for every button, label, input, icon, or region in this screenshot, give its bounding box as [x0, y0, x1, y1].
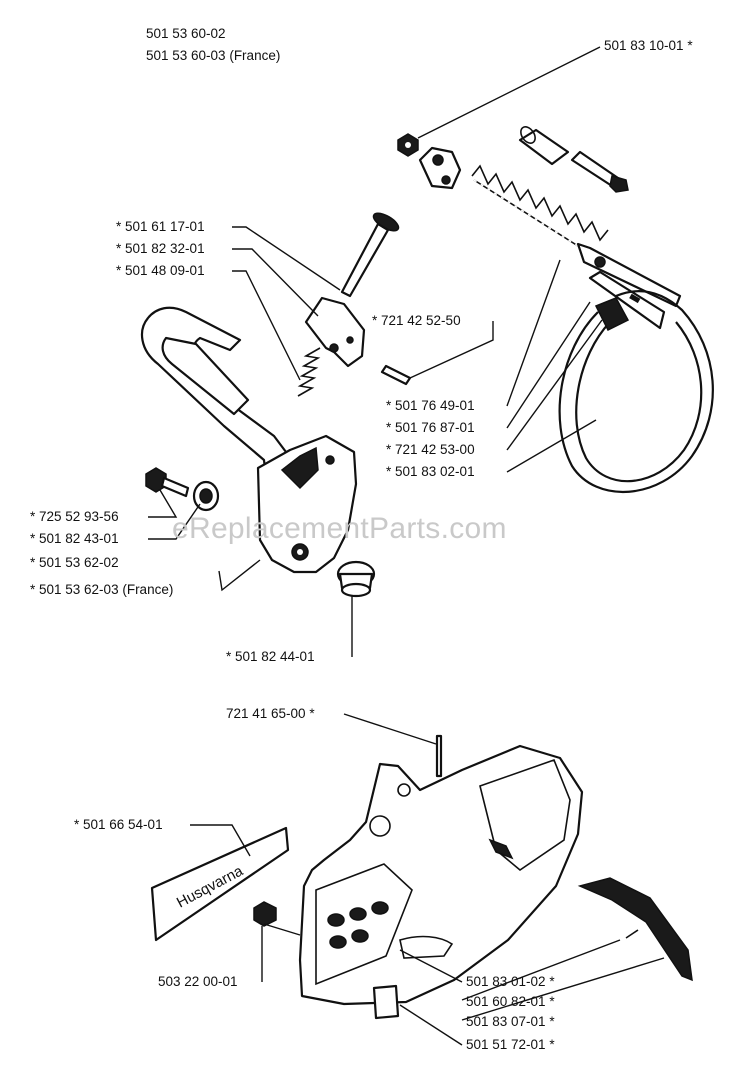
callout-501-82-43-01: * 501 82 43-01	[30, 531, 119, 546]
assembly-number-france: 501 53 60-03 (France)	[146, 48, 281, 63]
callout-501-83-02-01: * 501 83 02-01	[386, 464, 475, 479]
callout-501-83-10-01: 501 83 10-01 *	[604, 38, 693, 53]
callout-721-42-53-00: * 721 42 53-00	[386, 442, 475, 457]
clamp-bracket-part	[418, 146, 462, 190]
roll-pin-part	[380, 364, 412, 386]
callout-721-41-65-00: 721 41 65-00 *	[226, 706, 315, 721]
shoulder-bushing-part	[192, 480, 220, 512]
leader-lines	[148, 46, 665, 1046]
front-handle-guard-part	[140, 306, 288, 480]
clutch-cover-part	[298, 744, 584, 1006]
callout-501-76-49-01: * 501 76 49-01	[386, 398, 475, 413]
bolt-part	[570, 150, 629, 193]
callout-501-48-09-01: * 501 48 09-01	[116, 263, 205, 278]
callout-501-61-17-01: * 501 61 17-01	[116, 219, 205, 234]
callout-501-51-72-01: 501 51 72-01 *	[466, 1037, 555, 1052]
screw-part	[145, 467, 190, 498]
callout-501-83-07-01: 501 83 07-01 *	[466, 1014, 555, 1029]
callout-501-83-01-02: 501 83 01-02 *	[466, 974, 555, 989]
callout-501-66-54-01: * 501 66 54-01	[74, 817, 163, 832]
callout-501-60-82-01: 501 60 82-01 *	[466, 994, 555, 1009]
callout-501-76-87-01: * 501 76 87-01	[386, 420, 475, 435]
compression-spring-part	[471, 164, 609, 247]
chain-catcher-part	[577, 877, 693, 982]
callout-721-42-52-50: * 721 42 52-50	[372, 313, 461, 328]
pivot-bolt-part	[336, 560, 376, 598]
small-spring-part	[297, 347, 321, 397]
brake-lever-plate-part	[256, 434, 358, 574]
trigger-latch-part	[304, 296, 366, 368]
band-link-rod-part	[576, 242, 682, 308]
callout-501-82-44-01: * 501 82 44-01	[226, 649, 315, 664]
callout-501-53-62-02: * 501 53 62-02	[30, 555, 119, 570]
cover-nut-part	[253, 901, 277, 927]
watermark-text: eReplacementParts.com	[172, 512, 507, 545]
chain-guide-insert-part	[372, 984, 400, 1020]
assembly-number-primary: 501 53 60-02	[146, 26, 226, 41]
callout-501-82-32-01: * 501 82 32-01	[116, 241, 205, 256]
lever-pin-part	[340, 212, 400, 298]
brake-band-part	[558, 290, 714, 494]
callout-501-53-62-03-france: * 501 53 62-03 (France)	[30, 582, 174, 597]
callout-503-22-00-01: 503 22 00-01	[158, 974, 238, 989]
hex-nut-part	[397, 133, 419, 157]
sleeve-part	[518, 126, 570, 166]
link-plate-part	[588, 270, 666, 330]
callout-725-52-93-56: * 725 52 93-56	[30, 509, 119, 524]
